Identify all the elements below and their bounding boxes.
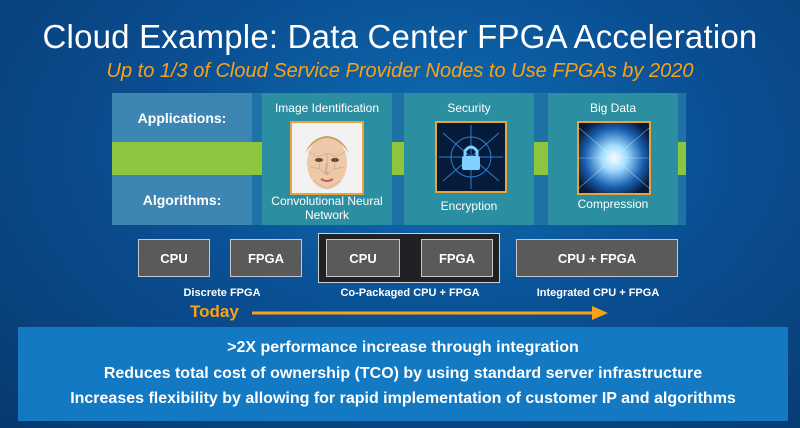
benefit-line: Reduces total cost of ownership (TCO) by…: [103, 365, 703, 382]
algorithm-name: Convolutional Neural Network: [271, 194, 383, 222]
algorithm-name: Compression: [577, 197, 649, 211]
today-label: Today: [190, 302, 239, 321]
benefits-box: >2X performance increase through integra…: [18, 327, 788, 421]
discrete-cpu-chip: CPU: [138, 239, 210, 277]
integrated-cpu-fpga-chip: CPU + FPGA: [516, 239, 678, 277]
algorithm-name: Encryption: [440, 199, 498, 213]
algorithms-label: Algorithms:: [112, 175, 252, 225]
benefit-line: Increases flexibility by allowing for ra…: [70, 390, 736, 407]
column-image-identification: Image Identification Convolutional Neura…: [262, 93, 392, 225]
copackaged-fpga-chip: FPGA: [421, 239, 493, 277]
copackaged-caption: Co-Packaged CPU + FPGA: [340, 287, 480, 299]
benefit-line: >2X performance increase through integra…: [227, 339, 579, 356]
application-name: Security: [447, 101, 491, 115]
slide-title: Cloud Example: Data Center FPGA Accelera…: [42, 18, 758, 55]
face-mesh-image: [290, 121, 364, 195]
column-security: Security Encryption: [404, 93, 534, 225]
applications-label: Applications:: [112, 93, 252, 142]
column-big-data: Big Data Compression: [548, 93, 678, 225]
timeline-arrow-icon: [252, 306, 608, 320]
discrete-fpga-chip: FPGA: [230, 239, 302, 277]
data-tunnel-image: [577, 121, 651, 195]
integrated-caption: Integrated CPU + FPGA: [536, 287, 660, 299]
discrete-caption: Discrete FPGA: [183, 287, 261, 299]
copackaged-cpu-chip: CPU: [326, 239, 400, 277]
application-name: Big Data: [589, 101, 637, 115]
application-name: Image Identification: [274, 101, 380, 115]
slide-subtitle: Up to 1/3 of Cloud Service Provider Node…: [106, 60, 694, 82]
padlock-circuit-image: [435, 121, 507, 193]
